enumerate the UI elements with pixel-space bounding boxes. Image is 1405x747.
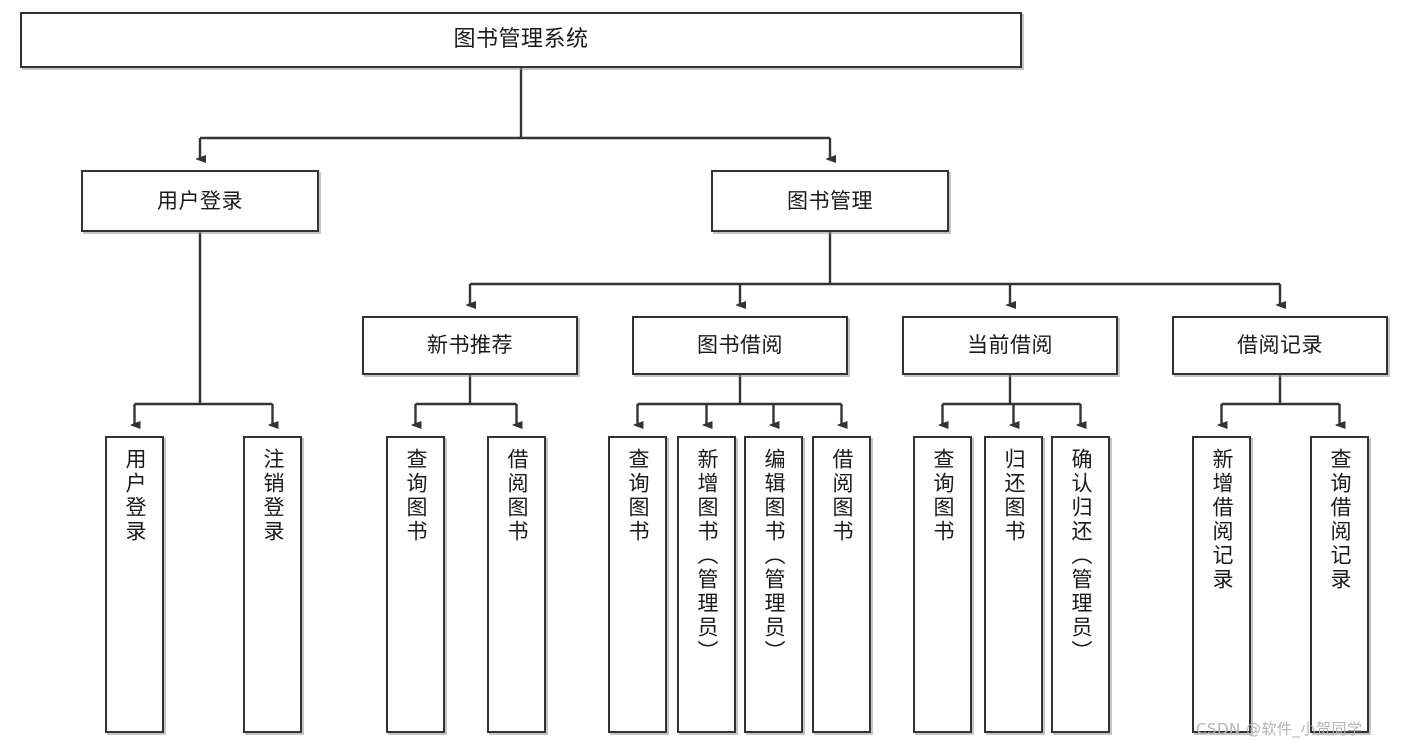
- node-label: 当前借阅: [967, 333, 1053, 358]
- node-leaf-query-record[interactable]: 查询借阅记录: [1310, 436, 1369, 733]
- node-leaf-query-book-1[interactable]: 查询图书: [386, 436, 445, 733]
- node-leaf-query-book-2[interactable]: 查询图书: [608, 436, 667, 733]
- node-root[interactable]: 图书管理系统: [20, 12, 1022, 68]
- node-book-borrow[interactable]: 图书借阅: [632, 316, 848, 375]
- node-leaf-confirm-return[interactable]: 确认归还（管理员）: [1051, 436, 1110, 733]
- csdn-watermark: CSDN @软件_小贺同学: [1196, 720, 1363, 738]
- node-label: 图书管理系统: [453, 27, 589, 53]
- node-label: 查询图书: [404, 448, 428, 544]
- node-borrow-record[interactable]: 借阅记录: [1172, 316, 1388, 375]
- node-leaf-borrow-book-1[interactable]: 借阅图书: [487, 436, 546, 733]
- node-leaf-user-login[interactable]: 用户登录: [105, 436, 164, 733]
- node-label: 用户登录: [123, 448, 147, 544]
- node-label: 查询图书: [626, 448, 650, 544]
- node-label: 归还图书: [1002, 448, 1026, 544]
- node-label: 借阅图书: [505, 448, 529, 544]
- node-label: 注销登录: [261, 448, 285, 544]
- node-leaf-logout[interactable]: 注销登录: [243, 436, 302, 733]
- node-book-manage[interactable]: 图书管理: [711, 170, 949, 232]
- node-label: 新增图书（管理员）: [695, 448, 719, 664]
- node-user-login[interactable]: 用户登录: [81, 170, 319, 232]
- node-leaf-edit-book[interactable]: 编辑图书（管理员）: [744, 436, 803, 733]
- node-label: 借阅图书: [830, 448, 854, 544]
- node-new-book-rec[interactable]: 新书推荐: [362, 316, 578, 375]
- node-leaf-borrow-book-2[interactable]: 借阅图书: [812, 436, 871, 733]
- node-label: 新书推荐: [427, 333, 513, 358]
- node-label: 图书管理: [787, 188, 873, 213]
- node-current-borrow[interactable]: 当前借阅: [902, 316, 1118, 375]
- node-label: 确认归还（管理员）: [1069, 448, 1093, 664]
- node-label: 查询借阅记录: [1328, 448, 1352, 592]
- node-leaf-add-record[interactable]: 新增借阅记录: [1192, 436, 1251, 733]
- node-leaf-add-book[interactable]: 新增图书（管理员）: [677, 436, 736, 733]
- node-label: 图书借阅: [697, 333, 783, 358]
- node-label: 新增借阅记录: [1210, 448, 1234, 592]
- node-leaf-return-book[interactable]: 归还图书: [984, 436, 1043, 733]
- node-label: 借阅记录: [1237, 333, 1323, 358]
- node-label: 查询图书: [931, 448, 955, 544]
- node-label: 用户登录: [157, 188, 243, 213]
- node-leaf-query-book-3[interactable]: 查询图书: [913, 436, 972, 733]
- node-label: 编辑图书（管理员）: [762, 448, 786, 664]
